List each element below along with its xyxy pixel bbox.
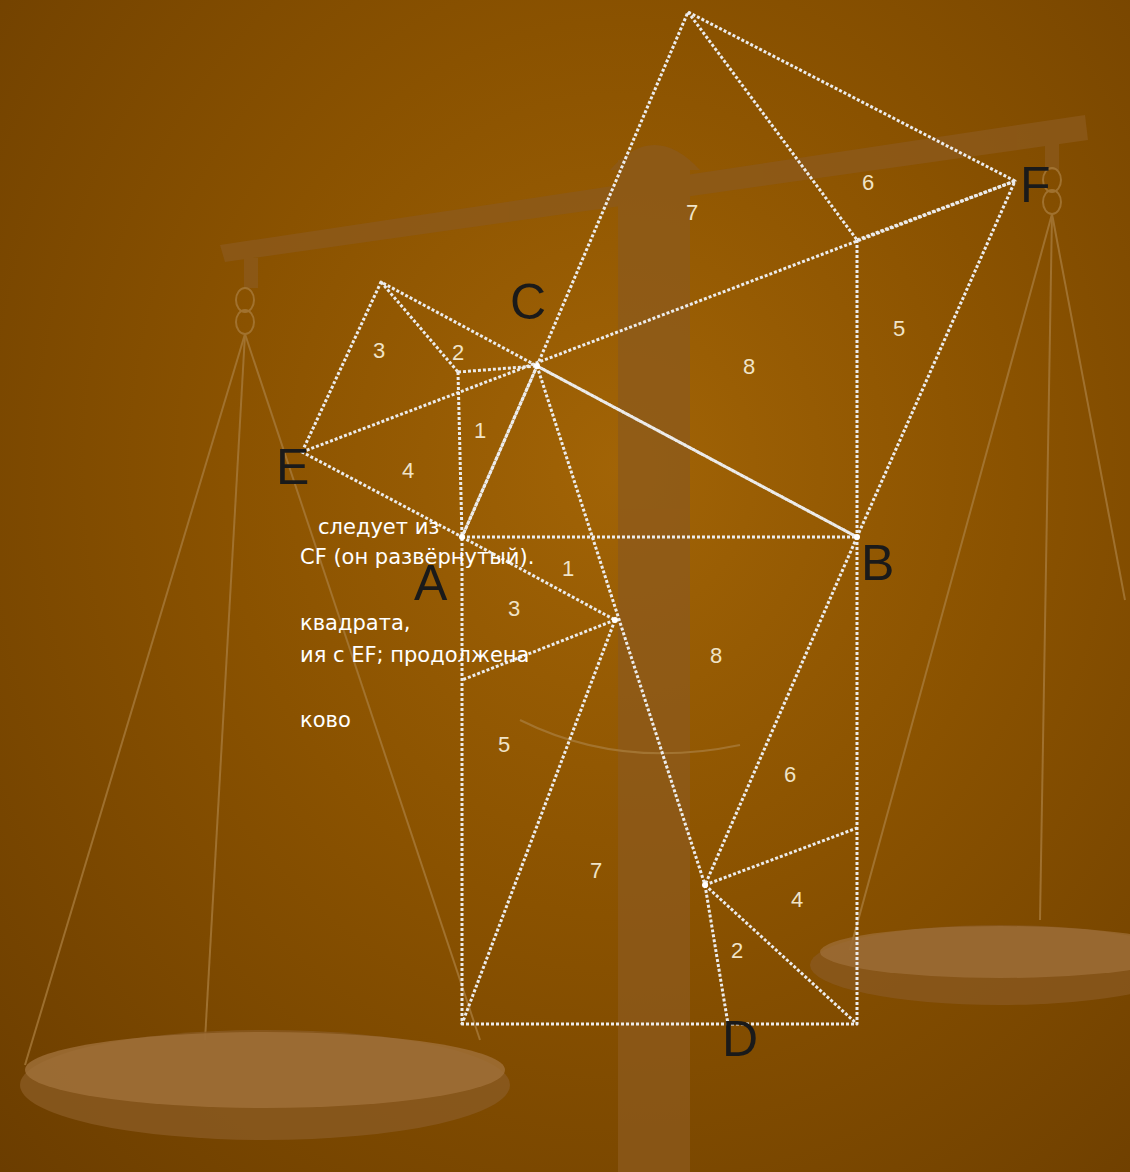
piece-number: 4	[402, 460, 414, 482]
piece-number: 1	[474, 420, 486, 442]
piece-number: 5	[498, 734, 510, 756]
point-label: A	[414, 558, 447, 608]
piece-number: 8	[710, 645, 722, 667]
point-label: B	[861, 538, 894, 588]
point-label: C	[510, 277, 546, 327]
piece-number: 3	[508, 598, 520, 620]
piece-number: 3	[373, 340, 385, 362]
piece-number: 4	[791, 889, 803, 911]
piece-number: 8	[743, 356, 755, 378]
note-text: ково	[300, 710, 351, 731]
piece-number: 6	[862, 172, 874, 194]
note-text: квадрата,	[300, 613, 410, 634]
point-label: E	[276, 442, 309, 492]
piece-number: 7	[590, 860, 602, 882]
point-label: D	[722, 1014, 758, 1064]
note-text: ия с EF; продолжена	[300, 645, 529, 666]
piece-number: 2	[731, 940, 743, 962]
point-label: F	[1020, 160, 1051, 210]
piece-number: 1	[562, 558, 574, 580]
piece-number: 5	[893, 318, 905, 340]
piece-number: 7	[686, 202, 698, 224]
piece-number: 2	[452, 342, 464, 364]
piece-number: 6	[784, 764, 796, 786]
note-text: следует из	[318, 517, 439, 538]
